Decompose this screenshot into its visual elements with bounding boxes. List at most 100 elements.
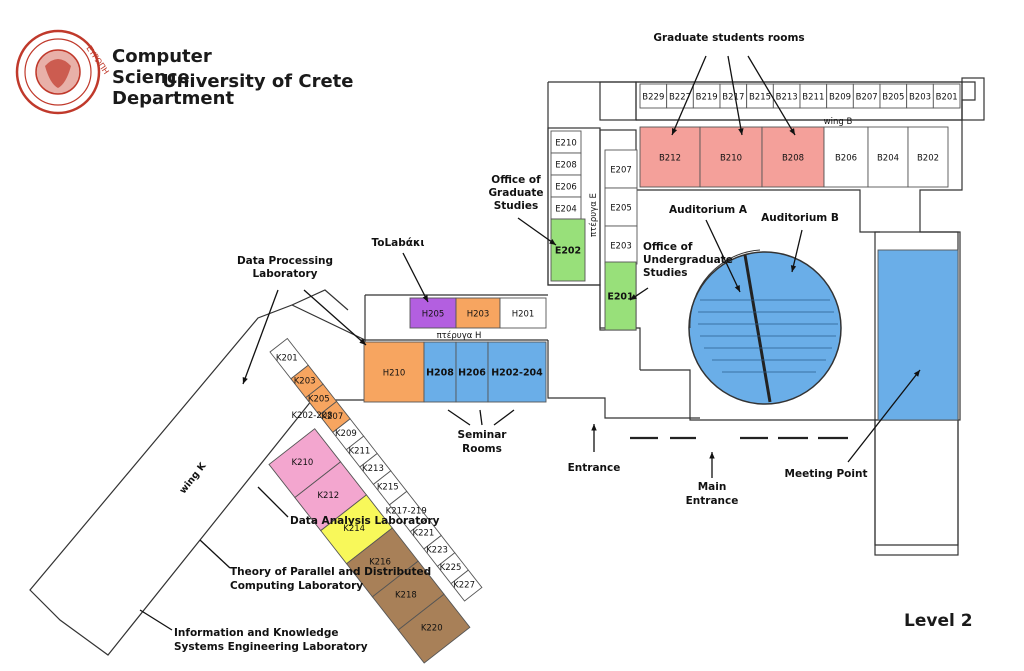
room-e203-label: E203 <box>610 242 632 252</box>
room-k205-label: K205 <box>308 394 330 404</box>
university-seal-icon: ΕΥΡΩΠΗ <box>15 29 111 115</box>
office-grad-label-1: Graduate <box>488 187 543 199</box>
room-b203: B203 <box>906 83 934 109</box>
level-label: Level 2 <box>904 611 973 631</box>
arrow-head <box>549 239 556 245</box>
tolabaki-label: ToLabάκι <box>371 237 424 249</box>
office-undergrad-label-2: Studies <box>643 267 688 279</box>
room-b212: B212 <box>639 126 701 188</box>
room-b209: B209 <box>826 83 854 109</box>
pointer-grad-1 <box>671 55 707 136</box>
main-entrance-label-1: Entrance <box>686 495 739 507</box>
pointer-k203 <box>242 289 279 385</box>
room-b212-label: B212 <box>659 154 681 164</box>
room-b204: B204 <box>867 126 909 188</box>
wing-e-label: πτέρυγα Ε <box>588 193 599 237</box>
wing-h-label: πτέρυγα Η <box>437 330 482 341</box>
data-processing-label-0: Data Processing <box>237 255 333 267</box>
meeting-point-label: Meeting Point <box>785 468 868 480</box>
pointer-meeting-point <box>847 369 921 463</box>
office-undergrad-label-0: Office of <box>643 241 693 253</box>
room-e207-label: E207 <box>610 166 632 176</box>
pointer-seminar-2 <box>479 409 483 426</box>
theory-parallel-label-0: Theory of Parallel and Distributed <box>230 566 431 578</box>
room-k202-208-label: K202-208 <box>291 411 332 421</box>
room-b203-label: B203 <box>909 93 931 103</box>
pointer-seminar-1 <box>447 409 471 426</box>
info-knowledge-label-0: Information and Knowledge <box>174 627 338 639</box>
room-k207-label: K207 <box>321 412 343 422</box>
room-b208: B208 <box>761 126 825 188</box>
arrow-head <box>789 128 795 135</box>
room-b219: B219 <box>692 83 721 109</box>
auditorium-group <box>688 249 842 405</box>
grad-students-label: Graduate students rooms <box>653 32 804 44</box>
room-k227: K227 <box>450 569 483 602</box>
room-k212-label: K212 <box>317 491 339 501</box>
room-k201-label: K201 <box>276 353 298 363</box>
room-h201: H201 <box>499 297 547 329</box>
arrow-head <box>734 285 740 292</box>
room-k225-label: K225 <box>440 563 462 573</box>
pointer-theory-parallel <box>199 539 231 569</box>
room-b213-label: B213 <box>776 93 798 103</box>
pointer-grad-2 <box>727 55 743 136</box>
room-k220: K220 <box>397 593 471 664</box>
room-k216-label: K216 <box>369 557 391 567</box>
room-b202-label: B202 <box>917 154 939 164</box>
room-b229-label: B229 <box>642 93 664 103</box>
office-grad-label-0: Office of <box>491 174 541 186</box>
arrow-head <box>591 424 597 431</box>
wing-b-label: wing B <box>824 117 853 127</box>
arrow-head <box>790 265 797 272</box>
room-b215: B215 <box>746 83 774 109</box>
room-b208-label: B208 <box>782 154 804 164</box>
room-b206-label: B206 <box>835 154 857 164</box>
room-b201-label: B201 <box>936 93 958 103</box>
pointer-data-processing <box>303 289 367 346</box>
room-k220-label: K220 <box>421 623 443 633</box>
room-e206: E206 <box>550 174 582 198</box>
room-h210-label: H210 <box>383 369 406 379</box>
room-e210-label: E210 <box>555 139 577 149</box>
pointer-office-grad <box>517 217 557 246</box>
room-e206-label: E206 <box>555 183 577 193</box>
room-b229: B229 <box>639 83 668 109</box>
room-b202: B202 <box>907 126 949 188</box>
building-walls <box>29 77 985 656</box>
room-e203: E203 <box>604 225 638 265</box>
auditorium-a-label: Auditorium A <box>669 204 748 216</box>
room-b215-label: B215 <box>749 93 771 103</box>
room-b217-label: B217 <box>722 93 744 103</box>
data-processing-label-1: Laboratory <box>252 268 317 280</box>
arrow-head <box>242 377 248 384</box>
pointer-data-analysis <box>257 486 289 518</box>
wing-k-label: wing K <box>178 460 209 496</box>
room-e204-label: E204 <box>555 205 577 215</box>
title-line2: University of Crete <box>162 71 354 92</box>
room-k221-label: K221 <box>413 528 435 538</box>
room-h210: H210 <box>363 341 425 403</box>
room-b207: B207 <box>852 83 881 109</box>
room-e202: E202 <box>550 218 586 282</box>
seminar-label-1: Rooms <box>462 443 502 455</box>
room-e210: E210 <box>550 130 582 154</box>
room-k218-label: K218 <box>395 590 417 600</box>
room-h203-label: H203 <box>467 310 490 320</box>
theory-parallel-label-1: Computing Laboratory <box>230 580 363 592</box>
info-knowledge-label-1: Systems Engineering Laboratory <box>174 641 368 653</box>
room-h202-204-label: H202-204 <box>491 368 543 379</box>
room-k210-label: K210 <box>292 458 314 468</box>
room-h205-label: H205 <box>422 310 445 320</box>
room-h208: H208 <box>423 341 457 403</box>
room-b205: B205 <box>879 83 908 109</box>
title-line1: Computer Science Department <box>112 46 235 109</box>
room-e208: E208 <box>550 152 582 176</box>
room-b205-label: B205 <box>882 93 904 103</box>
arrow-head <box>672 128 678 135</box>
room-e204: E204 <box>550 196 582 220</box>
pointer-tolabaki <box>402 252 429 303</box>
room-b209-label: B209 <box>829 93 851 103</box>
room-k209-label: K209 <box>335 429 357 439</box>
